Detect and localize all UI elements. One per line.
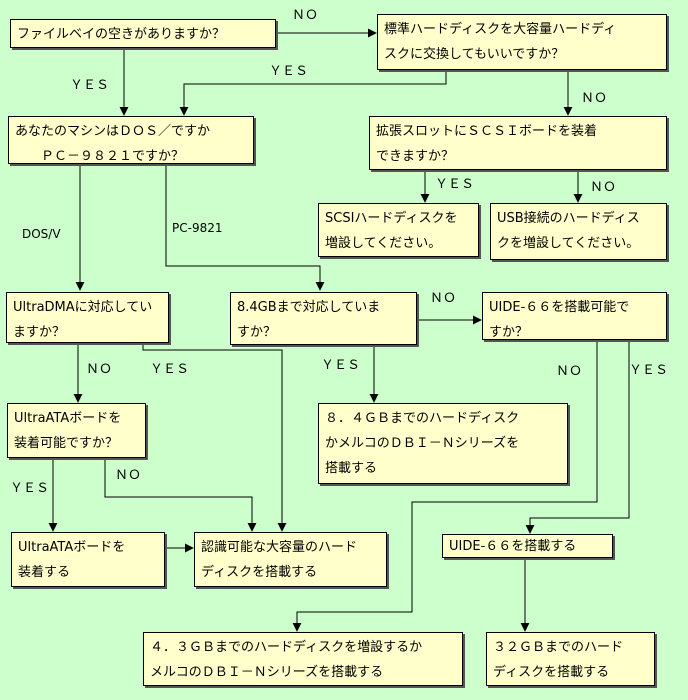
node-ultraata-install: UltraATAボードを 装着する	[11, 532, 165, 587]
label-replace-yes: ＹＥＳ	[269, 64, 309, 79]
node-support-84: 8.4GBまで対応していま すか？	[230, 292, 417, 345]
label-replace-no: ＮＯ	[581, 91, 608, 106]
node-uide66-install: UIDE-６６を搭載する	[442, 534, 613, 558]
label-dosv: DOS/V	[22, 227, 61, 241]
edge-ataq-to-large	[104, 458, 257, 532]
node-replace-hdd: 標準ハードディスクを大容量ハードディ スクに交換してもいいですか？	[377, 14, 667, 70]
node-ultraata-possible: UltraATAボードを 装着可能ですか？	[7, 403, 146, 458]
node-result-large: 認識可能な大容量のハード ディスクを搭載する	[194, 532, 387, 587]
label-pc9821: PC-9821	[172, 221, 223, 235]
node-uide66-possible: UIDE-６６を搭載可能で すか？	[482, 292, 667, 340]
label-support84-yes: ＹＥＳ	[321, 358, 361, 373]
node-result-84: ８．４ＧＢまでのハードディスク かメルコのＤＢＩ－Ｎシリーズを 搭載する	[318, 403, 568, 484]
edge-uide-to-install	[525, 340, 630, 534]
label-ultraata-yes: ＹＥＳ	[10, 481, 50, 496]
label-uide-no: ＮＯ	[556, 364, 583, 379]
label-ultraata-no: ＮＯ	[115, 468, 142, 483]
node-result-43: ４．３ＧＢまでのハードディスクを増設するか メルコのＤＢＩ－Ｎシリーズを搭載する	[143, 632, 463, 686]
label-scsi-no: ＮＯ	[590, 180, 617, 195]
node-scsi-slot: 拡張スロットにＳＣＳＩボードを装着 できますか？	[369, 116, 667, 170]
edge-machine-to-support84	[165, 164, 325, 291]
label-fileway-yes: ＹＥＳ	[70, 78, 110, 93]
node-usb-add: USB接続のハードディス クを増設してください。	[490, 203, 667, 260]
edge-ultradma-to-large	[142, 343, 287, 532]
label-ultradma-yes: ＹＥＳ	[150, 362, 190, 377]
edge-uide-to-result43	[292, 340, 598, 632]
label-ultradma-no: ＮＯ	[86, 362, 113, 377]
label-uide-yes: ＹＥＳ	[629, 363, 669, 378]
node-machine-type: あなたのマシンはＤＯＳ／ですか ＰＣ－９８２１ですか？	[8, 116, 254, 164]
label-fileway-no: ＮＯ	[292, 8, 319, 23]
label-support84-no: ＮＯ	[430, 291, 457, 306]
label-scsi-yes: ＹＥＳ	[435, 177, 475, 192]
node-result-32: ３２ＧＢまでのハード ディスクを搭載する	[486, 632, 655, 686]
node-ultradma: UltraDMAに対応してい ますか？	[6, 292, 169, 343]
edge-replace-to-machine	[179, 70, 447, 116]
node-fileway-free: ファイルベイの空きがありますか？	[10, 19, 276, 48]
node-scsi-add: SCSIハードディスクを 増設してください。	[318, 203, 479, 257]
